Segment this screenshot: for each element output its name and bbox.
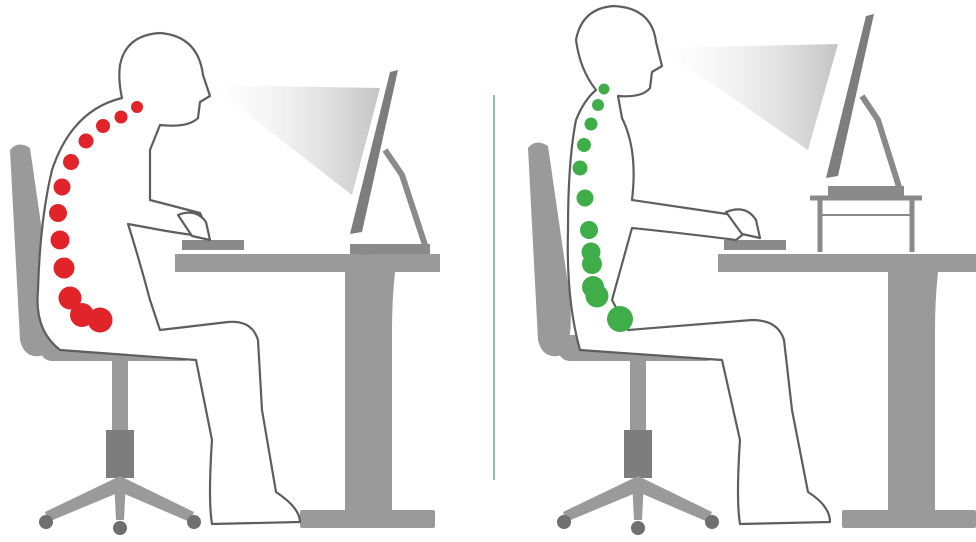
desk-foot <box>300 510 435 528</box>
chair-wheel <box>187 515 201 529</box>
chair-backrest <box>528 142 571 356</box>
keyboard <box>182 240 244 250</box>
vertebra-dot <box>79 134 94 149</box>
chair-wheel <box>557 515 571 529</box>
monitor-base <box>350 244 430 254</box>
vertebra-dot <box>51 231 70 250</box>
monitor-base <box>828 186 904 196</box>
monitor-screen <box>826 14 874 178</box>
keyboard <box>724 240 786 250</box>
vertebra-dot <box>599 84 610 95</box>
chair-wheel <box>113 521 127 535</box>
chair-base-center <box>114 480 126 520</box>
desk-leg <box>345 272 395 510</box>
chair-cylinder <box>624 430 652 478</box>
desk-foot <box>842 510 976 528</box>
vertebra-dot <box>607 306 633 332</box>
vertebra-dot <box>88 308 113 333</box>
chair-wheel <box>39 515 53 529</box>
monitor <box>826 14 904 196</box>
vertebra-dot <box>131 101 143 113</box>
vertebra-dot <box>582 254 602 274</box>
vertebra-dot <box>586 285 609 308</box>
chair-post <box>112 360 128 432</box>
desk-leg <box>888 272 938 510</box>
vertebra-dot <box>96 119 110 133</box>
vertebra-dot <box>49 204 67 222</box>
desk-top <box>175 254 440 272</box>
panel-bad-posture <box>10 33 440 535</box>
vertebra-dot <box>573 161 588 176</box>
screen-light-cone <box>210 85 380 195</box>
vertebra-dot <box>577 138 591 152</box>
chair-wheel <box>631 521 645 535</box>
monitor-riser <box>810 198 922 252</box>
panel-good-posture <box>528 6 976 535</box>
vertebra-dot <box>63 154 79 170</box>
chair-wheel <box>705 515 719 529</box>
chair-post <box>630 360 646 432</box>
chair-base-center <box>632 480 644 520</box>
vertebra-dot <box>115 111 128 124</box>
vertebra-dot <box>585 118 598 131</box>
vertebra-dot <box>580 221 598 239</box>
vertebra-dot <box>577 190 594 207</box>
vertebra-dot <box>54 179 71 196</box>
vertebra-dot <box>54 258 75 279</box>
screen-light-cone <box>660 44 838 150</box>
chair-cylinder <box>106 430 134 478</box>
vertebra-dot <box>592 99 604 111</box>
desk-top <box>718 254 976 272</box>
